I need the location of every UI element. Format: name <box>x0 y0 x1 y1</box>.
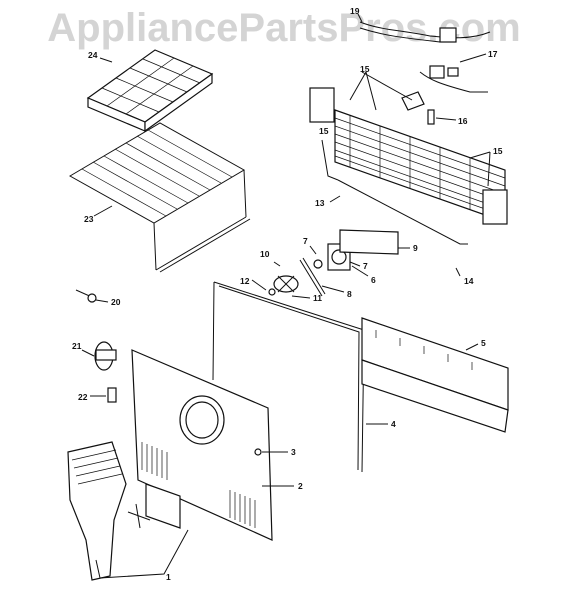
ice-chute-assembly <box>67 441 181 581</box>
callout-22: 22 <box>78 392 88 402</box>
callout-7a: 7 <box>303 236 308 246</box>
callout-8: 8 <box>347 289 352 299</box>
callout-6: 6 <box>371 275 376 285</box>
callout-7b: 7 <box>363 261 368 271</box>
fan-motor-assembly <box>268 229 399 297</box>
callout-19: 19 <box>350 6 360 16</box>
evaporator-coil <box>309 87 508 225</box>
callout-4: 4 <box>391 419 396 429</box>
ice-tray <box>86 49 214 133</box>
callout-11: 11 <box>313 293 322 303</box>
leader-lines <box>81 13 491 579</box>
defrost-heater <box>337 179 468 245</box>
callout-3: 3 <box>291 447 296 457</box>
callout-15b: 15 <box>493 146 503 156</box>
callout-12: 12 <box>240 276 250 286</box>
callout-9: 9 <box>413 243 418 253</box>
callout-1: 1 <box>166 572 171 582</box>
callout-16: 16 <box>458 116 468 126</box>
callout-17: 17 <box>488 49 498 59</box>
mounting-bracket <box>361 317 509 433</box>
callout-14: 14 <box>464 276 474 286</box>
small-fasteners <box>75 289 117 403</box>
callout-15a: 15 <box>360 64 370 74</box>
callout-13: 13 <box>315 198 325 208</box>
callout-15c: 15 <box>319 126 329 136</box>
callout-24: 24 <box>88 50 98 60</box>
callout-21: 21 <box>72 341 82 351</box>
callout-5: 5 <box>481 338 486 348</box>
callout-2: 2 <box>298 481 303 491</box>
callout-23: 23 <box>84 214 94 224</box>
callout-10: 10 <box>260 249 270 259</box>
wire-shelf <box>68 122 251 273</box>
wire-harness <box>359 21 491 125</box>
callout-20: 20 <box>111 297 121 307</box>
